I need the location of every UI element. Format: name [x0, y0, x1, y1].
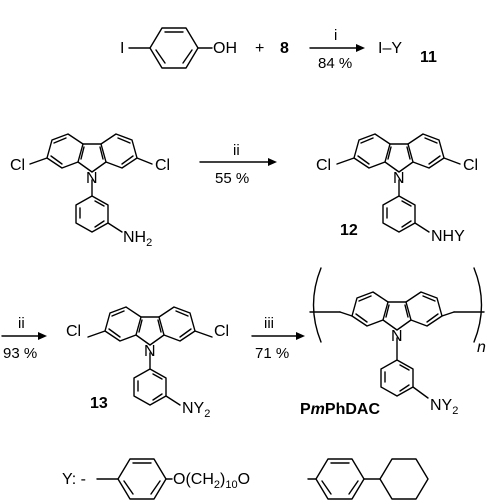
repeat-unit-n: n — [477, 339, 486, 356]
n-polymer: N — [391, 328, 403, 345]
yield-55: 55 % — [215, 170, 249, 187]
yield-93: 93 % — [3, 345, 37, 362]
cl-right-product: Cl — [463, 157, 478, 174]
n-13: N — [144, 343, 156, 360]
ny2-group-13: NY2 — [182, 400, 210, 420]
compound-11: 11 — [420, 49, 437, 66]
row1-reaction: I OH + 8 i 84 % I–Y 11 — [120, 27, 437, 72]
ny2-group-polymer: NY2 — [430, 397, 458, 417]
yield-71: 71 % — [255, 345, 289, 362]
carbazole-compound-13 — [87, 306, 213, 406]
row4-y-definition: Y: - O(CH2)10O — [62, 458, 429, 500]
compound-12: 12 — [340, 222, 358, 239]
n-product: N — [393, 170, 405, 187]
cl-right-reactant: Cl — [155, 157, 170, 174]
y-label: Y: - — [62, 471, 86, 488]
plus-sign: + — [255, 40, 264, 57]
yield-84: 84 % — [318, 55, 352, 72]
step-ii-label-b: ii — [18, 315, 25, 332]
nhy-group: NHY — [431, 228, 465, 245]
iodo-y-product: I–Y — [378, 40, 402, 57]
n-reactant: N — [86, 170, 98, 187]
amine-group: NH2 — [123, 229, 152, 249]
row2-reaction: Cl Cl N NH2 ii 55 % Cl Cl N 12 NHY — [10, 133, 478, 249]
cl-left-reactant: Cl — [10, 157, 25, 174]
cl-left-product: Cl — [316, 157, 331, 174]
step-i-label: i — [334, 27, 337, 44]
carbazole-product-12 — [336, 133, 461, 233]
polymer-pmphdac — [309, 267, 485, 399]
hydroxy-group: OH — [213, 40, 237, 57]
reagent-8: 8 — [280, 40, 289, 57]
cl-left-13: Cl — [66, 323, 81, 340]
step-ii-label-a: ii — [233, 142, 240, 159]
phenylene-ring-1 — [117, 458, 167, 500]
phenylene-ring-2 — [315, 458, 365, 500]
phenol-ring — [149, 27, 199, 69]
compound-13: 13 — [90, 395, 108, 412]
cl-right-13: Cl — [214, 323, 229, 340]
decyl-linker: O(CH2)10O — [173, 471, 250, 491]
step-iii-label: iii — [264, 315, 274, 332]
carbazole-amine — [29, 133, 153, 233]
iodo-atom: I — [120, 40, 124, 57]
cyclohexyl-ring — [379, 458, 429, 500]
row3-reaction: ii 93 % Cl Cl N 13 NY2 iii 71 % — [1, 267, 486, 420]
polymer-name: PmPhDAC — [300, 401, 380, 418]
